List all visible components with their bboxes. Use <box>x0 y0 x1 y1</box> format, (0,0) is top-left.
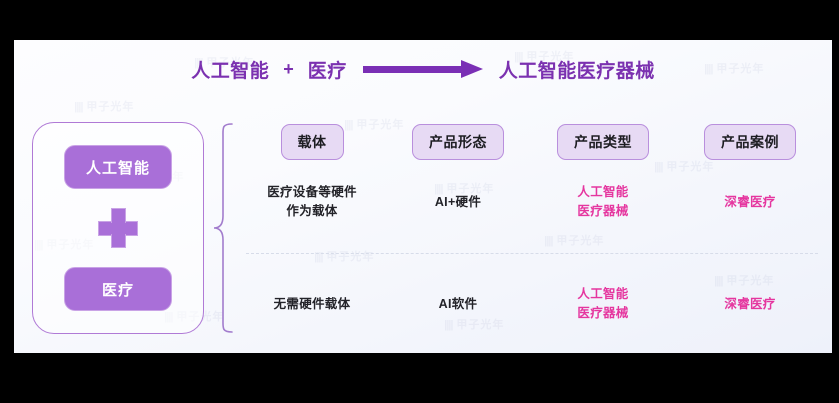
headline-middle-term: 医疗 <box>307 60 347 82</box>
table-header-row: 载体 产品形态 产品类型 产品案例 <box>236 118 822 166</box>
right-arrow-icon <box>362 60 483 78</box>
cell-text-line: 人工智能 <box>577 287 629 302</box>
watermark: |||| 甲子光年 <box>74 101 135 113</box>
headline-left-term: 人工智能 <box>191 60 270 82</box>
comparison-table: 载体 产品形态 产品类型 产品案例 医疗设备等硬件 作为载体 AI+硬件 <box>236 118 822 340</box>
table-cell-form: AI+硬件 <box>388 166 528 238</box>
table-cell-case: 深睿医疗 <box>678 166 822 238</box>
header-pill-label: 载体 <box>280 124 344 160</box>
cell-text-line: 人工智能 <box>577 185 629 200</box>
table-cell-carrier: 无需硬件载体 <box>236 268 388 340</box>
table-header-cell-form: 产品形态 <box>388 118 528 166</box>
plus-cross-icon <box>98 208 138 248</box>
table-row: 医疗设备等硬件 作为载体 AI+硬件 人工智能 医疗器械 深睿医疗 <box>236 166 822 238</box>
cell-text-line: 医疗器械 <box>577 306 629 320</box>
table-header-cell-case: 产品案例 <box>678 118 822 166</box>
cell-text-line: 作为载体 <box>286 204 338 218</box>
table-cell-form: AI软件 <box>388 268 528 340</box>
table-cell-type: 人工智能 医疗器械 <box>528 166 678 238</box>
cell-text-line: 深睿医疗 <box>724 296 776 311</box>
left-panel-bottom-box: 医疗 <box>64 267 172 311</box>
header-pill-label: 产品类型 <box>557 124 649 160</box>
header-pill-label: 产品形态 <box>412 124 504 160</box>
left-formula-panel: 人工智能 医疗 <box>32 122 204 334</box>
table-header-cell-type: 产品类型 <box>528 118 678 166</box>
headline-equation: 人工智能 + 医疗 人工智能医疗器械 <box>14 54 832 84</box>
table-header-cell-carrier: 载体 <box>236 118 388 166</box>
headline-result-term: 人工智能医疗器械 <box>498 60 655 82</box>
table-cell-type: 人工智能 医疗器械 <box>528 268 678 340</box>
cell-text-line: AI软件 <box>438 296 478 311</box>
dashed-separator-line <box>246 253 818 254</box>
header-pill-label: 产品案例 <box>704 124 796 160</box>
table-cell-carrier: 医疗设备等硬件 作为载体 <box>236 166 388 238</box>
cell-text-line: 无需硬件载体 <box>273 296 351 311</box>
table-row: 无需硬件载体 AI软件 人工智能 医疗器械 深睿医疗 <box>236 268 822 340</box>
row-divider <box>236 238 822 268</box>
cell-text-line: 医疗器械 <box>577 204 629 218</box>
content-stage: |||| 甲子光年 |||| 甲子光年 |||| 甲子光年 |||| 甲子光年 … <box>14 40 832 353</box>
cell-text-line: 深睿医疗 <box>724 194 776 209</box>
cell-text-line: AI+硬件 <box>434 194 482 209</box>
cell-text-line: 医疗设备等硬件 <box>267 185 357 200</box>
table-cell-case: 深睿医疗 <box>678 268 822 340</box>
headline-plus-symbol: + <box>283 58 294 79</box>
curly-brace-icon <box>212 122 234 334</box>
left-panel-top-box: 人工智能 <box>64 145 172 189</box>
